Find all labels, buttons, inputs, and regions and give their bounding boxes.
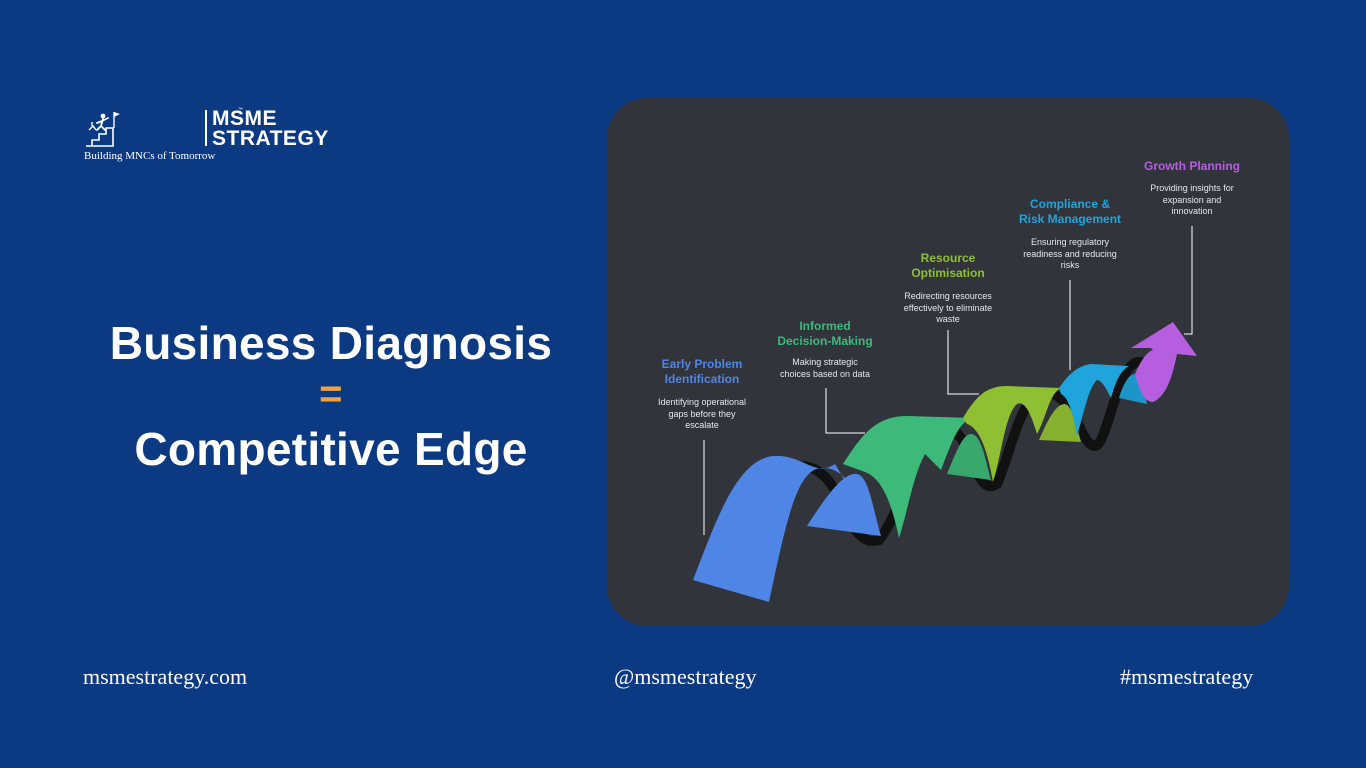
logo-tagline: Building MNCs of Tomorrow — [84, 150, 216, 162]
brand-logo: MSME STRATEGY ™ Building MNCs of Tomorro… — [84, 106, 328, 168]
stage-desc-compliance-risk-management: Ensuring regulatory readiness and reduci… — [1023, 237, 1117, 270]
connector-line-2 — [825, 388, 865, 434]
headline-equals-sign: = — [319, 372, 343, 416]
ribbon-stage-5-arrow — [1131, 322, 1197, 402]
ribbon-stage-1-fold — [807, 473, 881, 536]
climbing-figure-icon — [86, 112, 120, 147]
ribbon-separator — [767, 356, 1159, 547]
ribbon-stage-4 — [1059, 364, 1129, 436]
ribbon-diagram — [693, 226, 1197, 602]
ribbon-stage-2 — [843, 416, 973, 538]
stage-desc-informed-decision-making: Making strategic choices based on data — [779, 357, 871, 379]
headline-competitive-edge: Competitive Edge — [134, 423, 528, 475]
ribbon-stage-3 — [963, 386, 1061, 482]
diagram-card: Early Problem Identification Identifying… — [607, 98, 1289, 626]
logo-divider — [205, 110, 207, 146]
footer-social-handle: @msmestrategy — [614, 664, 757, 689]
logo-trademark: ™ — [238, 107, 243, 113]
headline-business-diagnosis: Business Diagnosis — [109, 317, 553, 369]
connector-lines — [703, 226, 1193, 535]
ribbon-stage-3-fold — [1039, 404, 1081, 442]
connector-line-5 — [1184, 226, 1193, 335]
stage-title-early-problem-identification: Early Problem Identification — [661, 357, 743, 386]
stage-title-growth-planning: Growth Planning — [1144, 159, 1240, 173]
ribbon-stage-1 — [693, 455, 879, 602]
connector-line-3 — [947, 330, 979, 395]
stage-title-compliance-risk-management: Compliance & Risk Management — [1018, 197, 1122, 226]
ribbon-stage-2-fold — [947, 434, 991, 480]
footer-hashtag: #msmestrategy — [1120, 664, 1254, 689]
stage-title-informed-decision-making: Informed Decision-Making — [777, 319, 873, 348]
logo-word-strategy: STRATEGY — [212, 127, 329, 150]
stage-desc-growth-planning: Providing insights for expansion and inn… — [1150, 183, 1234, 216]
footer-website: msmestrategy.com — [83, 664, 248, 689]
stage-desc-early-problem-identification: Identifying operational gaps before they… — [657, 397, 747, 430]
stage-title-resource-optimisation: Resource Optimisation — [911, 251, 985, 280]
logo-word-msme: MSME — [212, 107, 277, 130]
stage-desc-resource-optimisation: Redirecting resources effectively to eli… — [903, 291, 993, 324]
